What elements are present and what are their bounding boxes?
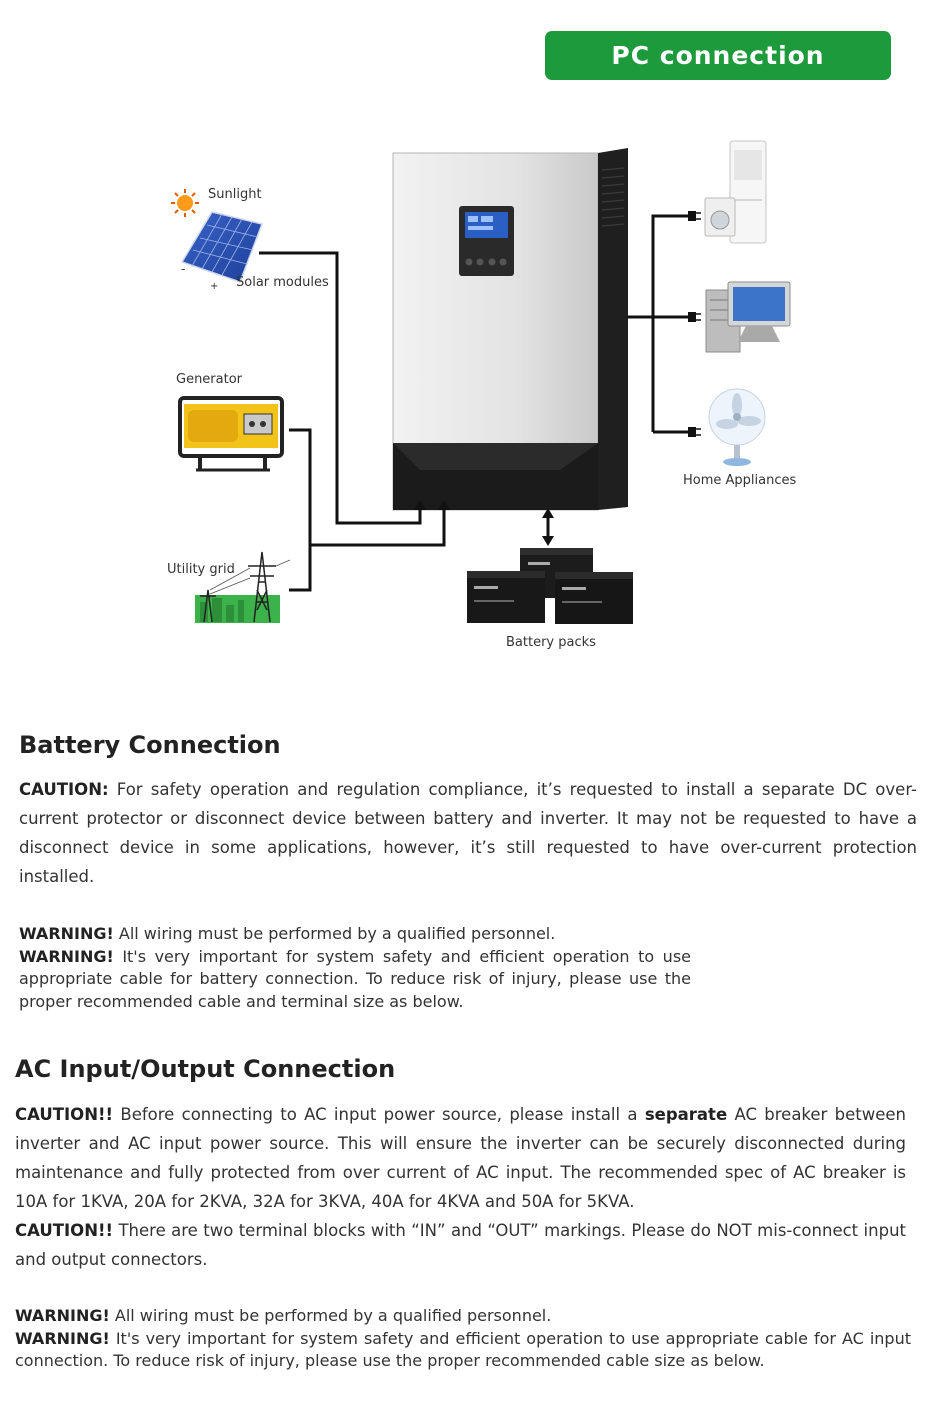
washing-machine-icon <box>704 197 736 237</box>
label-sunlight: Sunlight <box>208 187 262 202</box>
ac-caution1-label: CAUTION!! <box>15 1105 114 1124</box>
label-solar-minus: - <box>181 262 186 276</box>
ac-connection-title: AC Input/Output Connection <box>15 1055 396 1083</box>
battery-warning1-text: All wiring must be performed by a qualif… <box>113 924 556 943</box>
battery-connection-title: Battery Connection <box>19 731 281 759</box>
solar-panel-icon <box>180 211 264 283</box>
label-utility-grid: Utility grid <box>167 562 235 577</box>
battery-packs-icon <box>467 548 633 624</box>
label-solar-modules: Solar modules <box>236 275 329 290</box>
ac-caution2-text: There are two terminal blocks with “IN” … <box>15 1221 906 1269</box>
ac-caution2-label: CAUTION!! <box>15 1221 114 1240</box>
battery-caution-text: For safety operation and regulation comp… <box>19 780 917 886</box>
battery-warning2-text: It's very important for system safety an… <box>19 946 691 1011</box>
connection-diagram <box>171 140 791 624</box>
wire-output-bus <box>651 214 690 432</box>
battery-warning2-label: WARNING! <box>19 946 114 966</box>
pc-connection-badge: PC connection <box>545 31 891 80</box>
label-solar-plus: + <box>210 281 219 292</box>
ac-warning1-text: All wiring must be performed by a qualif… <box>109 1306 552 1325</box>
ac-caution1-bold: separate <box>644 1105 728 1124</box>
ac-warning2-label: WARNING! <box>15 1328 110 1348</box>
wire-ac-input <box>310 508 446 547</box>
label-generator: Generator <box>176 372 243 387</box>
generator-icon <box>178 396 284 472</box>
battery-caution-paragraph: CAUTION: For safety operation and regula… <box>19 775 917 891</box>
ac-caution1-text-a: Before connecting to AC input power sour… <box>113 1105 645 1124</box>
ac-warning2-text: It's very important for system safety an… <box>15 1328 911 1371</box>
computer-icon <box>705 281 791 353</box>
ac-caution1-text-b: AC breaker between inverter and AC input… <box>15 1105 906 1211</box>
utility-grid-icon <box>195 551 291 623</box>
battery-caution-label: CAUTION: <box>19 780 109 799</box>
pc-connection-title: PC connection <box>611 41 825 70</box>
plug-icons <box>688 211 701 437</box>
battery-warning1-label: WARNING! <box>19 924 114 943</box>
ac-warning1-label: WARNING! <box>15 1306 110 1325</box>
ac-caution-paragraph: CAUTION!! Before connecting to AC input … <box>15 1100 906 1274</box>
label-battery-packs: Battery packs <box>506 635 596 650</box>
air-conditioner-icon <box>729 140 767 244</box>
label-home-appliances: Home Appliances <box>683 473 797 488</box>
battery-warning-paragraph: WARNING! All wiring must be performed by… <box>19 923 691 1013</box>
wire-solar <box>259 251 422 525</box>
arrow-heads <box>414 500 554 546</box>
inverter-icon <box>392 148 628 511</box>
sun-icon <box>171 189 199 217</box>
wiring <box>259 214 690 592</box>
wire-generator-grid <box>289 428 312 592</box>
ac-warning-paragraph: WARNING! All wiring must be performed by… <box>15 1305 911 1373</box>
fan-icon <box>708 388 766 466</box>
